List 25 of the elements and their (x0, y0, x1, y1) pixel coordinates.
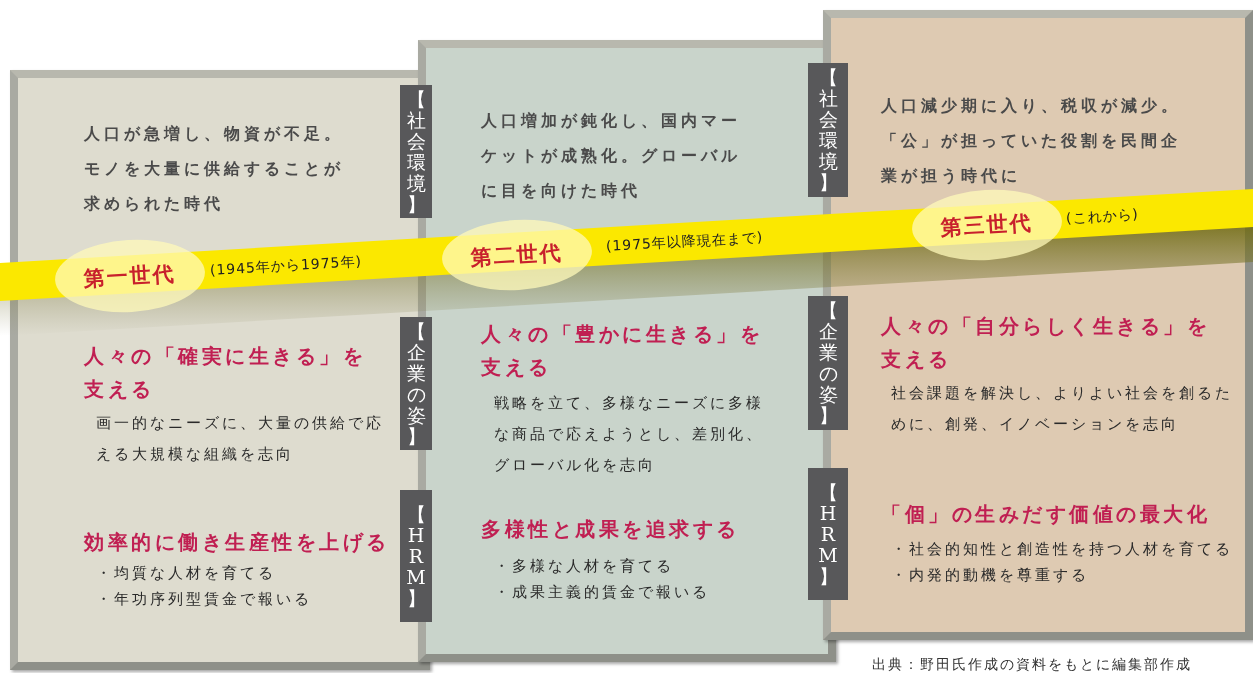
body-text: 画一的なニーズに、大量の供給で応える大規模な組織を志向 (96, 413, 385, 465)
period-label: (これから) (1065, 205, 1140, 228)
description-text: 人口減少期に入り、税収が減少。「公」が担っていた役割を民間企業が担う時代に (881, 95, 1181, 187)
body-text: 戦略を立て、多様なニーズに多様な商品で応えようとし、差別化、グローバル化を志向 (494, 393, 765, 476)
bullet-item: ・成果主義的賃金で報いる (494, 582, 711, 603)
category-tab: 【企業の姿】 (808, 296, 848, 430)
period-label: (1975年以降現在まで) (605, 228, 764, 256)
period-label: (1945年から1975年) (209, 253, 363, 280)
source-caption: 出典：野田氏作成の資料をもとに編集部作成 (872, 656, 1192, 673)
bullet-item: ・多様な人材を育てる (494, 556, 675, 577)
body-text: 社会課題を解決し、よりよい社会を創るために、創発、イノベーションを志向 (891, 383, 1234, 435)
category-tab: 【HRM】 (808, 468, 848, 600)
bullet-item: ・均質な人材を育てる (96, 563, 277, 584)
heading-text: 人々の「豊かに生きる」を支える (481, 321, 764, 381)
category-tab: 【社会環境】 (808, 63, 848, 197)
heading-text: 多様性と成果を追求する (481, 516, 741, 543)
description-text: 人口が急増し、物資が不足。モノを大量に供給することが求められた時代 (84, 123, 345, 215)
heading-text: 人々の「自分らしく生きる」を支える (881, 313, 1211, 373)
bullet-item: ・社会的知性と創造性を持つ人材を育てる (891, 539, 1231, 560)
heading-text: 「個」の生みだす価値の最大化 (881, 501, 1211, 528)
description-text: 人口増加が鈍化し、国内マーケットが成熟化。グローバルに目を向けた時代 (481, 110, 742, 202)
heading-text: 人々の「確実に生きる」を支える (84, 343, 367, 403)
heading-text: 効率的に働き生産性を上げる (84, 529, 391, 556)
bullet-item: ・内発的動機を尊重する (891, 565, 1090, 586)
bullet-item: ・年功序列型賃金で報いる (96, 589, 313, 610)
